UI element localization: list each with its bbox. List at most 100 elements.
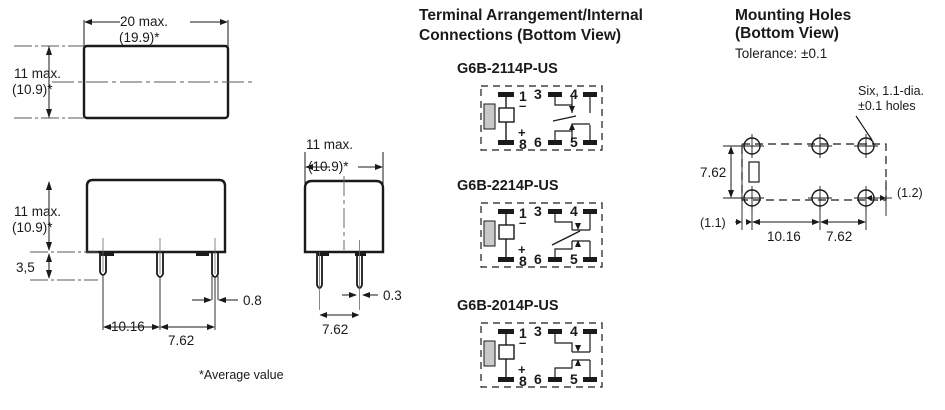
top-view-width-avg-label: (19.9)* — [119, 30, 160, 45]
front-view-notch-right — [196, 252, 209, 256]
pin-sign-plus-0: + — [518, 125, 526, 140]
contact-terminal-6-2 — [548, 377, 562, 382]
pin-label-1-2: 1 — [519, 325, 527, 341]
pin-label-8-1: 8 — [519, 253, 527, 269]
contact-terminal-6-1 — [548, 257, 562, 262]
contact-terminal-3-0 — [548, 92, 562, 97]
top-view-height-dimension: 11 max. (10.9)* — [12, 45, 84, 119]
pin-label-1-0: 1 — [519, 88, 527, 104]
contact-terminal-5-1 — [583, 257, 597, 262]
front-view-height-avg-label: (10.9)* — [12, 220, 53, 235]
pin-sign-minus-2: – — [519, 335, 526, 350]
mounting-title-line2: (Bottom View) — [735, 25, 839, 42]
contact-terminal-4-0 — [583, 92, 597, 97]
contact-symbol-1: 3 4 6 5 — [534, 203, 597, 267]
front-view-pitch-dimensions: 10.16 7.62 — [102, 276, 216, 348]
mounting-edge-left-label: (1.1) — [700, 216, 726, 230]
front-view-pin-thickness-dimension: 0.8 — [192, 276, 262, 308]
coil-terminal-1-2 — [498, 329, 514, 334]
terminal-title-line2: Connections (Bottom View) — [419, 27, 621, 44]
mounting-row-pitch-label: 7.62 — [700, 165, 726, 180]
front-view-pins — [99, 238, 219, 278]
pin-label-5-0: 5 — [570, 134, 578, 150]
side-view: 11 max. (10.9)* 0.3 — [303, 137, 402, 337]
diagram-model-label-2: G6B-2014P-US — [457, 298, 559, 314]
top-view-height-avg-label: (10.9)* — [12, 82, 53, 97]
mounting-edge-right-dimension: (1.2) — [866, 180, 923, 216]
pin-label-6-2: 6 — [534, 371, 542, 387]
contact-symbol-0: 3 4 6 5 — [534, 86, 597, 150]
pin-label-8-0: 8 — [519, 136, 527, 152]
pin-label-6-1: 6 — [534, 251, 542, 267]
pin-label-4-0: 4 — [570, 86, 578, 102]
front-view-pin-length-dimension: 3,5 — [16, 253, 52, 279]
coil-terminal-1-1 — [498, 209, 514, 214]
coil-winding-2 — [498, 344, 515, 360]
mounting-column-dimensions: 10.16 7.62 (1.1) — [700, 144, 867, 244]
coil-symbol-1: 1 – + 8 — [483, 205, 527, 269]
front-view-pin-1 — [99, 252, 107, 276]
side-view-pin-thickness-dimension: 0.3 — [342, 288, 402, 303]
side-view-pin-thickness-label: 0.3 — [383, 288, 402, 303]
top-view-width-dimension: 20 max. (19.9)* — [84, 14, 228, 45]
pin-label-4-1: 4 — [570, 203, 578, 219]
side-view-width-avg-label: (10.9)* — [308, 159, 349, 174]
diagram-model-label-1: G6B-2214P-US — [457, 178, 559, 194]
mounting-tolerance-label: Tolerance: ±0.1 — [735, 46, 827, 61]
coil-symbol-2: 1 – + 8 — [483, 325, 527, 389]
side-view-pins — [316, 240, 363, 310]
coil-symbol-0: 1 – + 8 — [483, 88, 527, 152]
pin-sign-minus-0: – — [519, 98, 526, 113]
front-view-body-outline — [85, 178, 227, 254]
mounting-col-dim-1-label: 10.16 — [767, 229, 801, 244]
polarity-marker — [748, 161, 760, 183]
pin-label-3-2: 3 — [534, 323, 542, 339]
coil-winding-0 — [498, 107, 515, 123]
pin-label-6-0: 6 — [534, 134, 542, 150]
side-view-width-label: 11 max. — [306, 137, 353, 152]
diagram-g6b-2114p-us: G6B-2114P-US 1 – + 8 3 4 6 — [457, 61, 603, 152]
contact-terminal-4-1 — [583, 209, 597, 214]
outline-views-group: 20 max. (19.9)* 11 max. (10.9)* — [12, 14, 402, 382]
side-view-pitch-dimension: 7.62 — [319, 312, 360, 337]
coil-core-tab-2 — [483, 340, 496, 367]
contact-terminal-4-2 — [583, 329, 597, 334]
terminal-arrangement-group: Terminal Arrangement/Internal Connection… — [419, 7, 643, 389]
side-view-width-dimension: 11 max. (10.9)* — [304, 137, 384, 184]
pin-label-1-1: 1 — [519, 205, 527, 221]
front-view-pin-2 — [156, 252, 164, 278]
hole-callout-leader — [855, 115, 873, 141]
coil-terminal-8-0 — [498, 140, 514, 145]
mounting-holes-group: Mounting Holes (Bottom View) Tolerance: … — [700, 7, 924, 244]
average-value-footnote: *Average value — [199, 368, 284, 382]
coil-terminal-8-2 — [498, 377, 514, 382]
pin-label-3-0: 3 — [534, 86, 542, 102]
front-view-height-label: 11 max. — [14, 204, 61, 219]
front-view-pin-length-label: 3,5 — [16, 260, 35, 275]
mounting-hole — [808, 134, 832, 158]
mounting-row-pitch-dimension: 7.62 — [700, 145, 748, 199]
mounting-hole-row-bottom — [740, 186, 878, 210]
front-view-pitch-2-label: 7.62 — [168, 333, 194, 348]
contact-terminal-3-1 — [548, 209, 562, 214]
front-view-pitch-1-label: 10.16 — [111, 319, 145, 334]
mounting-title-line1: Mounting Holes — [735, 7, 851, 24]
pin-label-5-1: 5 — [570, 251, 578, 267]
front-view-pin-3 — [211, 252, 219, 278]
mounting-edge-right-label: (1.2) — [897, 186, 923, 200]
mounting-hole — [854, 134, 878, 158]
mounting-hole-row-top — [740, 134, 878, 158]
pin-label-4-2: 4 — [570, 323, 578, 339]
diagram-g6b-2214p-us: G6B-2214P-US 1 – + 8 3 4 6 5 — [457, 178, 603, 269]
relay-boundary-0 — [480, 85, 603, 151]
pin-sign-minus-1: – — [519, 215, 526, 230]
coil-terminal-1-0 — [498, 92, 514, 97]
hole-callout-line2: ±0.1 holes — [858, 99, 916, 113]
diagram-g6b-2014p-us: G6B-2014P-US 1 – + 8 3 4 6 5 — [457, 298, 603, 389]
pin-label-5-2: 5 — [570, 371, 578, 387]
contact-symbol-2: 3 4 6 5 — [534, 323, 597, 387]
terminal-title-line1: Terminal Arrangement/Internal — [419, 7, 643, 24]
front-view-pin-thickness-label: 0.8 — [243, 293, 262, 308]
